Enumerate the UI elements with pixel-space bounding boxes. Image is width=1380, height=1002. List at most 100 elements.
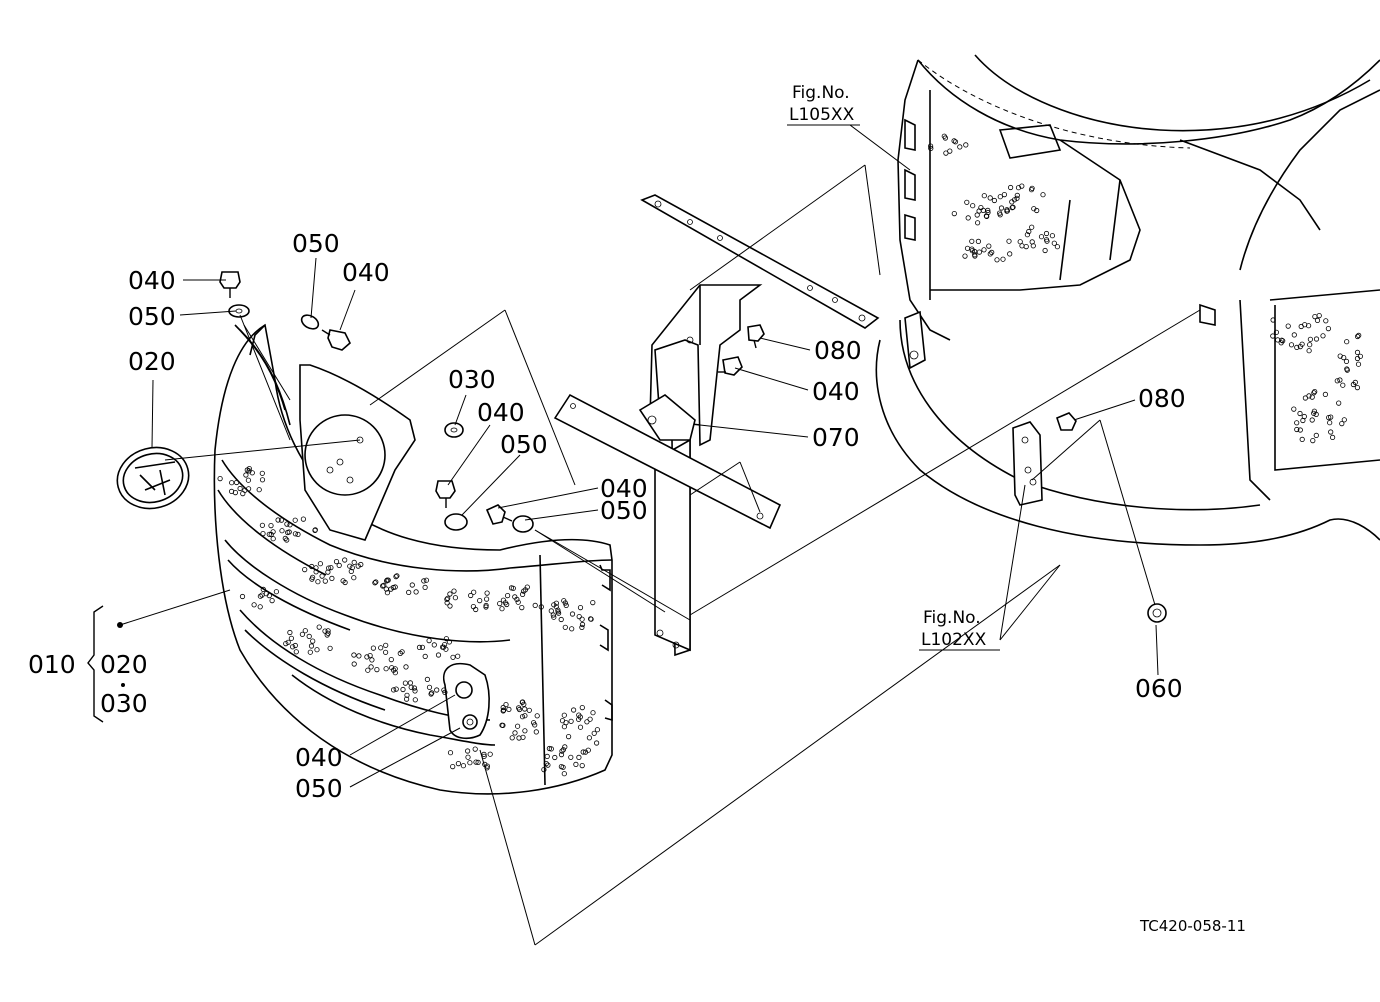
perforation-hole: [593, 740, 600, 746]
perforation-hole: [515, 599, 521, 605]
perforation-hole: [232, 489, 238, 496]
perforation-hole: [584, 719, 590, 725]
perforation-hole: [1297, 427, 1303, 433]
perforation-hole: [292, 517, 298, 523]
perforation-hole: [1040, 192, 1046, 198]
perforation-hole: [989, 249, 995, 255]
perforation-hole: [443, 636, 449, 642]
perforation-hole: [951, 211, 957, 217]
perforation-hole: [383, 642, 389, 648]
perforation-hole: [1330, 434, 1336, 440]
perforation-hole: [576, 712, 582, 718]
perforation-hole: [1313, 336, 1320, 342]
perforation-hole: [1011, 197, 1018, 203]
perforation-hole: [1355, 361, 1362, 367]
perforation-hole: [579, 624, 585, 631]
perforation-hole: [1323, 318, 1329, 324]
leader-lines: [119, 124, 1201, 946]
perforation-hole: [460, 763, 466, 769]
perforation-hole: [502, 600, 508, 606]
perforation-hole: [1031, 206, 1037, 212]
perforation-hole: [519, 699, 526, 705]
perforation-hole: [1291, 332, 1297, 338]
perforation-hole: [519, 604, 525, 611]
perforation-hole: [260, 586, 266, 593]
perforation-hole: [293, 649, 299, 655]
perforation-hole: [1354, 384, 1361, 391]
upper-stay-bar: [640, 194, 880, 329]
perforation-hole: [560, 747, 567, 753]
perforation-hole: [1309, 394, 1315, 400]
perforation-hole: [570, 707, 577, 713]
perforation-hole: [390, 687, 397, 693]
perforation-hole: [1301, 413, 1307, 420]
perforation-hole: [561, 712, 567, 718]
perforation-hole: [998, 205, 1005, 211]
perforation-hole: [964, 245, 971, 251]
perforation-hole: [383, 666, 389, 672]
perforation-hole: [356, 653, 362, 659]
perforation-hole: [325, 628, 331, 634]
perforation-hole: [472, 746, 478, 752]
perforation-hole: [451, 588, 457, 594]
perforation-hole: [952, 139, 959, 145]
perforation-hole: [500, 704, 506, 711]
perforation-hole: [246, 486, 252, 492]
perforation-hole: [287, 629, 293, 636]
perforation-hole: [558, 751, 565, 758]
perforation-hole: [509, 735, 515, 741]
callout-050: 050: [295, 774, 343, 803]
perforation-hole: [309, 576, 315, 582]
perforation-hole: [426, 637, 432, 644]
perforation-hole: [987, 251, 993, 257]
perforation-hole: [1355, 333, 1361, 340]
perforation-hole: [487, 751, 493, 757]
perforation-hole: [388, 656, 394, 663]
perforation-hole: [1026, 228, 1032, 235]
perforation-hole: [450, 654, 456, 660]
perforation-hole: [1038, 234, 1045, 240]
perforation-hole: [1030, 243, 1036, 249]
perforation-hole: [504, 592, 511, 599]
perforation-hole: [1343, 358, 1350, 364]
hood-body: [897, 54, 1380, 341]
perforation-hole: [444, 600, 450, 606]
perforation-hole: [473, 606, 479, 613]
perforation-hole: [455, 760, 461, 767]
perforation-hole: [548, 608, 554, 614]
perforation-hole: [397, 650, 403, 657]
perforation-hole: [579, 704, 585, 711]
perforation-hole: [1326, 414, 1332, 421]
perforation-hole: [423, 577, 429, 583]
perforation-hole: [1006, 238, 1012, 244]
perforation-hole: [577, 724, 584, 730]
perforation-hole: [307, 649, 313, 655]
perforation-hole: [985, 207, 991, 213]
perforation-hole: [1309, 417, 1315, 423]
perforation-hole: [544, 753, 550, 760]
perforation-hole: [497, 600, 503, 607]
perforation-hole: [259, 477, 266, 483]
perforation-hole: [553, 604, 559, 610]
perforation-hole: [963, 142, 969, 148]
perforation-hole: [1322, 391, 1329, 397]
perforation-hole: [569, 626, 575, 632]
perforation-hole: [373, 579, 379, 585]
perforation-hole: [441, 687, 447, 693]
perforation-hole: [390, 667, 397, 673]
perforation-hole: [279, 528, 285, 534]
perforation-hole: [300, 516, 306, 522]
perforation-hole: [576, 754, 582, 761]
perforation-hole: [957, 144, 963, 150]
perforation-hole: [1299, 436, 1305, 442]
perforation-hole: [1337, 377, 1343, 383]
perforation-hole: [975, 238, 982, 244]
perforation-hole: [424, 676, 430, 683]
perforation-hole: [256, 487, 262, 493]
perforation-hole: [370, 645, 376, 651]
perforation-hole: [1270, 317, 1276, 323]
perforation-hole: [534, 713, 540, 719]
figure-code: TC420-058-11: [1139, 917, 1246, 935]
perforation-hole: [392, 666, 398, 672]
perforation-hole: [1051, 240, 1057, 246]
